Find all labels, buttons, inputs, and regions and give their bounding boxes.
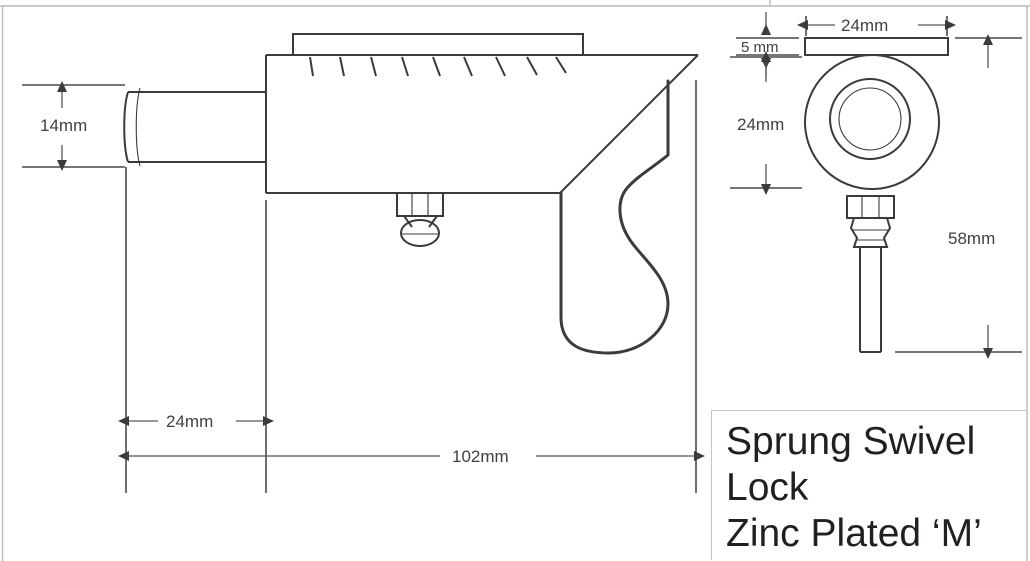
end-view-collar [849,217,892,248]
title-line-1: Sprung Swivel [726,420,976,463]
dimension-24mm-plate-width: 24mm [797,16,956,36]
dimension-5mm: 5 mm [736,12,799,78]
extension-lines-bottom [125,80,697,493]
dimension-label-24mm-nose: 24mm [166,412,213,431]
dimension-24mm-nose: 24mm [118,412,274,431]
dimension-label-14mm: 14mm [40,116,87,135]
side-elevation-view [123,33,699,355]
end-elevation-view [804,37,949,353]
dimension-label-24mm-plate: 24mm [841,16,888,35]
dimension-label-102mm: 102mm [452,447,509,466]
dimension-14mm: 14mm [22,81,125,171]
end-view-hex-nut [846,195,895,219]
dimension-102mm: 102mm [118,447,705,466]
dimension-label-58mm: 58mm [948,229,995,248]
title-line-3: Zinc Plated ‘M’ [726,512,982,555]
tapered-tail [559,54,699,194]
swivel-hook [559,79,670,355]
top-plate [804,37,949,56]
dimension-label-24mm-eye: 24mm [737,115,784,134]
dimension-label-5mm: 5 mm [741,39,779,56]
knurling-marks [309,56,567,77]
shank-nose [123,87,266,167]
end-view-shaft [859,247,882,353]
dimension-58mm: 58mm [895,34,1022,359]
dimension-24mm-eye: 24mm [730,51,802,195]
spring-plate [292,33,584,56]
title-line-2: Lock [726,466,809,509]
swivel-eye [804,54,940,190]
lock-body [265,54,698,194]
title-block: Sprung Swivel Lock Zinc Plated ‘M’ [711,410,1026,560]
swivel-nut-assembly [396,192,444,247]
